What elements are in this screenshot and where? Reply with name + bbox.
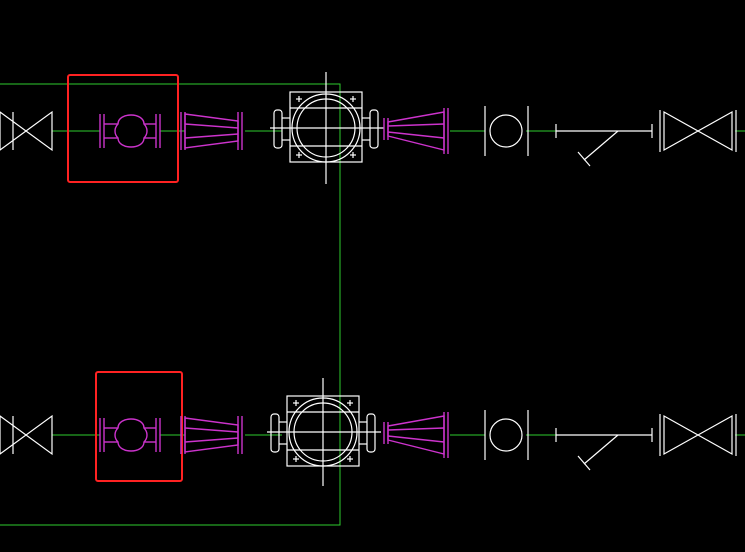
selection-box[interactable]: [67, 74, 179, 183]
gate-valve-icon[interactable]: [0, 414, 53, 456]
lower-pipe-run[interactable]: [0, 371, 745, 486]
bolt-marks: [293, 400, 353, 462]
frame-top-left: [0, 83, 341, 526]
reducer-icon[interactable]: [180, 416, 243, 454]
pump-icon[interactable]: [270, 72, 384, 184]
reducer-icon[interactable]: [180, 112, 243, 150]
pipe-frame: [0, 83, 341, 526]
selection-box[interactable]: [95, 371, 183, 482]
flexible-joint-icon[interactable]: [99, 418, 161, 452]
pressure-gauge-icon[interactable]: [484, 106, 529, 156]
gate-valve-icon[interactable]: [0, 110, 53, 152]
reducer-icon[interactable]: [383, 108, 449, 154]
check-valve-icon[interactable]: [555, 428, 653, 471]
reducer-icon[interactable]: [383, 412, 449, 458]
flexible-joint-icon[interactable]: [99, 114, 161, 148]
pressure-gauge-icon[interactable]: [484, 410, 529, 460]
gate-valve-icon[interactable]: [659, 110, 737, 152]
bolt-marks: [296, 96, 356, 158]
check-valve-icon[interactable]: [555, 124, 653, 167]
upper-pipe-run[interactable]: [0, 72, 745, 184]
pump-icon[interactable]: [267, 378, 381, 486]
gate-valve-icon[interactable]: [659, 414, 737, 456]
